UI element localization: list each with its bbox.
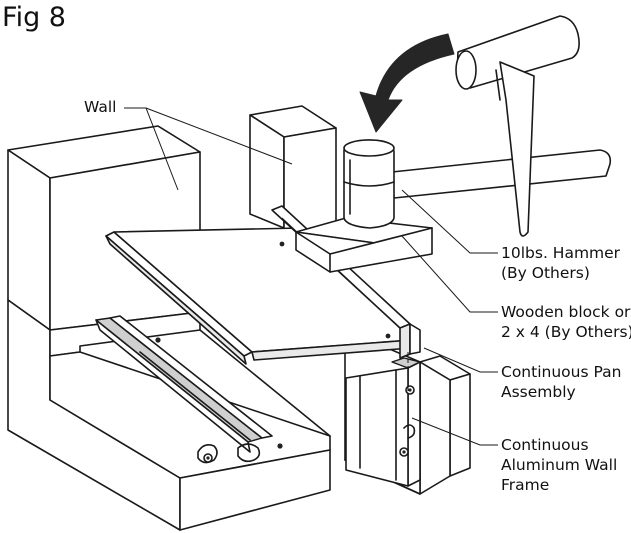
motion-arrow bbox=[359, 33, 455, 133]
left-wall-frame bbox=[95, 315, 283, 464]
wooden-block bbox=[295, 217, 433, 273]
label-pan-line2: Assembly bbox=[501, 383, 576, 401]
hammer-raised bbox=[455, 15, 580, 237]
back-wall bbox=[249, 105, 337, 233]
right-wall-frame bbox=[345, 357, 421, 487]
label-block-line2: 2 x 4 (By Others) bbox=[501, 323, 631, 341]
label-frame-line3: Frame bbox=[501, 476, 549, 494]
hammer-on-block bbox=[343, 139, 612, 229]
left-base bbox=[49, 329, 331, 531]
label-wall: Wall bbox=[84, 98, 116, 116]
label-hammer-line2: (By Others) bbox=[501, 264, 590, 282]
label-pan-line1: Continuous Pan bbox=[501, 363, 621, 381]
figure-title: Fig 8 bbox=[2, 2, 66, 33]
label-frame-line1: Continuous bbox=[501, 436, 589, 454]
leader-lines bbox=[124, 107, 498, 446]
label-block-line1: Wooden block or bbox=[501, 303, 631, 321]
label-frame-line2: Aluminum Wall bbox=[501, 456, 617, 474]
label-hammer-line1: 10lbs. Hammer bbox=[501, 244, 621, 262]
